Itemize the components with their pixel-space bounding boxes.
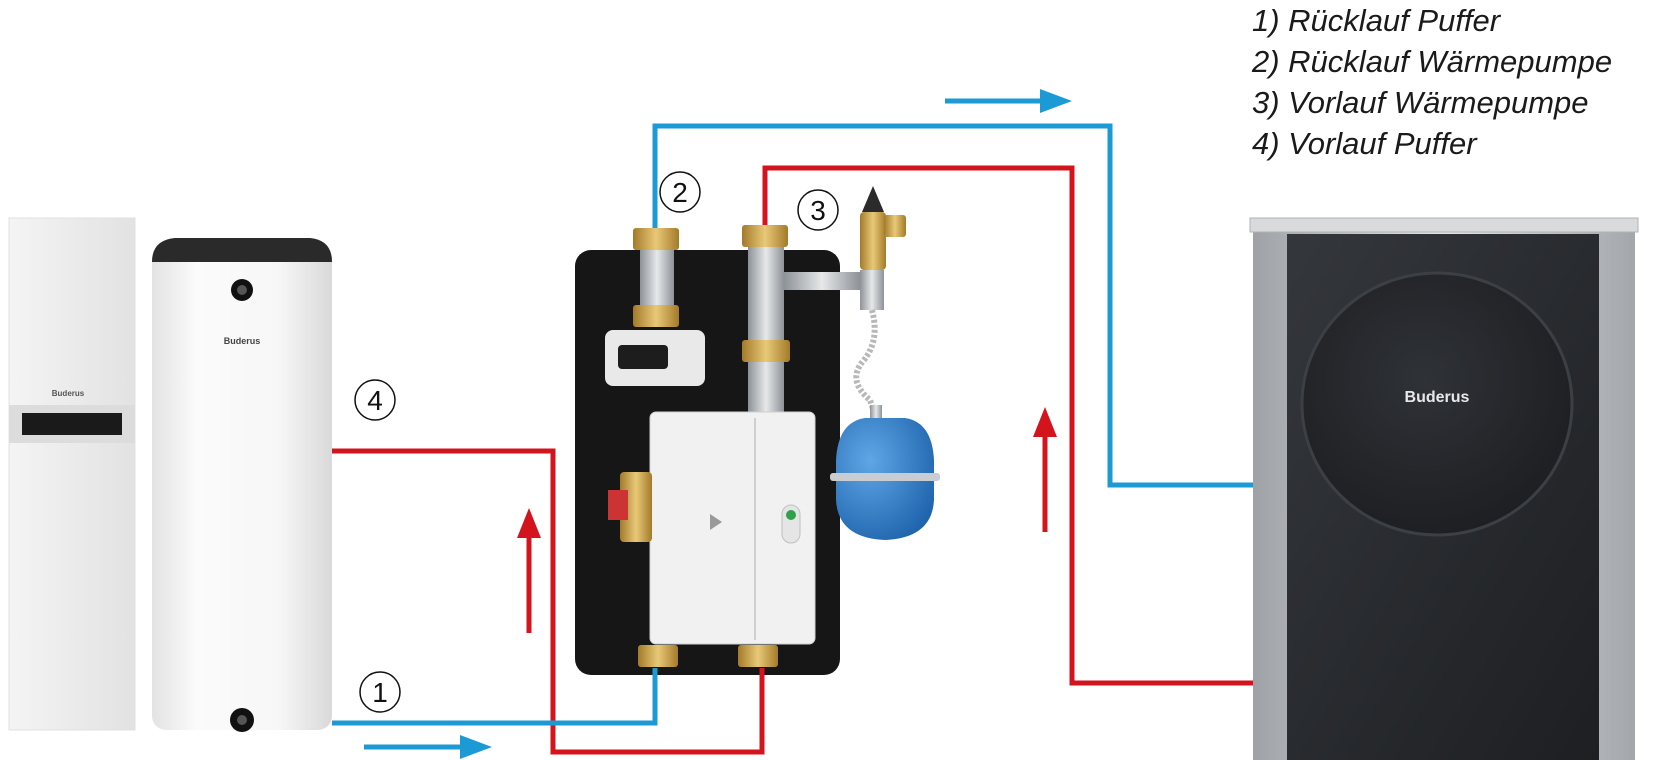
svg-text:1: 1	[372, 677, 388, 708]
legend-item-2: 2) Rücklauf Wärmepumpe	[1252, 44, 1613, 79]
legend-item-4: 4) Vorlauf Puffer	[1252, 126, 1477, 161]
pipe-ruecklauf-puffer	[332, 668, 658, 726]
marker-3: 3	[797, 189, 839, 231]
legend-item-1: 1) Rücklauf Puffer	[1252, 3, 1501, 38]
marker-4: 4	[354, 379, 396, 421]
hydraulic-station	[575, 186, 906, 675]
tank-logo: Buderus	[224, 336, 261, 346]
legend: 1) Rücklauf Puffer 2) Rücklauf Wärmepump…	[1252, 0, 1612, 164]
arrow-up-icon	[1033, 407, 1057, 532]
svg-text:3: 3	[810, 195, 826, 226]
buffer-tank: Buderus	[152, 238, 332, 732]
tank-lid	[152, 238, 332, 262]
flow-lines	[332, 123, 1253, 755]
indoor-unit: Buderus	[8, 217, 136, 731]
heat-pump: Buderus	[1249, 217, 1639, 760]
arrow-right-icon	[364, 735, 492, 759]
pipe-vorlauf-puffer	[332, 448, 765, 755]
flow-arrows	[364, 89, 1072, 759]
fan-cover	[1300, 271, 1574, 537]
arrow-right-icon	[945, 89, 1072, 113]
heat-pump-logo: Buderus	[1405, 389, 1470, 406]
safety-valve	[860, 212, 886, 270]
svg-text:4: 4	[367, 385, 383, 416]
legend-item-3: 3) Vorlauf Wärmepumpe	[1252, 85, 1589, 120]
pipe-vorlauf-waermepumpe	[762, 165, 1253, 686]
svg-text:2: 2	[672, 177, 688, 208]
indoor-unit-display	[22, 413, 122, 435]
indoor-unit-logo: Buderus	[52, 389, 85, 398]
expansion-vessel	[830, 405, 940, 540]
arrow-up-icon	[517, 508, 541, 633]
marker-1: 1	[359, 671, 401, 713]
marker-2: 2	[659, 171, 701, 213]
pipe-ruecklauf-waermepumpe	[652, 123, 1253, 488]
